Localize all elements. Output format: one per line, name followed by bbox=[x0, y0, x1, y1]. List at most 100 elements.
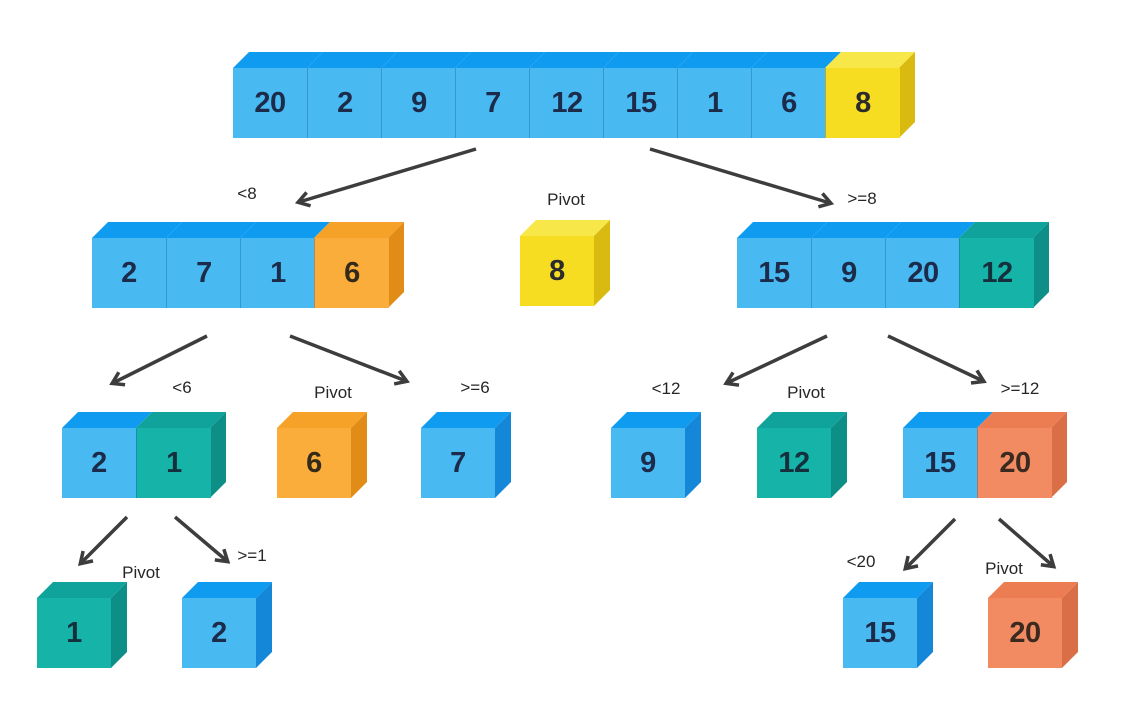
root-array-cell-3: 7 bbox=[455, 68, 530, 138]
partition-arrow bbox=[723, 334, 828, 387]
pivot-8-cell-0: 8 bbox=[520, 236, 594, 306]
cube-2-cell-0: 2 bbox=[182, 598, 256, 668]
partition-arrow bbox=[289, 334, 410, 386]
left-partition-cell-0: 2 bbox=[92, 238, 166, 308]
cell-value: 7 bbox=[450, 446, 466, 479]
right-partition-cell-0: 15 bbox=[737, 238, 811, 308]
right-right-partition-cell-1: 20 bbox=[977, 428, 1052, 498]
pivot-label: Pivot bbox=[787, 383, 825, 402]
pivot-label: Pivot bbox=[122, 563, 160, 582]
cell-value: 20 bbox=[999, 446, 1031, 479]
right-right-partition-top-face bbox=[903, 412, 1067, 428]
pivot-label: Pivot bbox=[985, 559, 1023, 578]
cell-value: 9 bbox=[640, 446, 656, 479]
pivot-12-cell-0: 12 bbox=[757, 428, 831, 498]
cell-value: 15 bbox=[864, 616, 896, 649]
cell-value: 1 bbox=[66, 616, 82, 649]
cube-7-cell-0: 7 bbox=[421, 428, 495, 498]
cell-value: 1 bbox=[707, 86, 723, 119]
root-array-side-face bbox=[899, 52, 915, 138]
partition-arrow bbox=[77, 515, 129, 567]
cube-15-cell-0: 15 bbox=[843, 598, 917, 668]
pivot-1-cell-0: 1 bbox=[37, 598, 111, 668]
root-array-cell-0: 20 bbox=[233, 68, 307, 138]
pivot-label: Pivot bbox=[314, 383, 352, 402]
cell-value: 2 bbox=[121, 256, 137, 289]
root-array: 20 2 9 7 12 15 1 6 8 bbox=[233, 52, 915, 138]
left-partition-side-face bbox=[388, 222, 404, 308]
pivot-label: Pivot bbox=[547, 190, 585, 209]
root-array-cell-7: 6 bbox=[751, 68, 826, 138]
left-left-partition-cell-0: 2 bbox=[62, 428, 136, 498]
pivot-6: 6 bbox=[277, 412, 367, 498]
cell-value: 20 bbox=[1009, 616, 1041, 649]
right-partition-top-face bbox=[737, 222, 1049, 238]
pivot-8: 8 bbox=[520, 220, 610, 306]
partition-condition-label: >=1 bbox=[237, 546, 267, 565]
cube-9-side-face bbox=[685, 412, 701, 498]
cell-value: 12 bbox=[778, 446, 810, 479]
partition-arrow bbox=[294, 147, 477, 208]
left-partition-cell-1: 7 bbox=[166, 238, 241, 308]
cell-value: 1 bbox=[270, 256, 286, 289]
right-partition-cell-3: 12 bbox=[959, 238, 1034, 308]
pivot-20: 20 bbox=[988, 582, 1078, 668]
cell-value: 15 bbox=[758, 256, 790, 289]
right-right-partition-side-face bbox=[1051, 412, 1067, 498]
cell-value: 20 bbox=[907, 256, 939, 289]
pivot-1: 1 bbox=[37, 582, 127, 668]
cell-value: 6 bbox=[306, 446, 322, 479]
left-left-partition-side-face bbox=[210, 412, 226, 498]
partition-arrow bbox=[887, 334, 987, 385]
partition-condition-label: <20 bbox=[846, 552, 876, 571]
partition-condition-label: <6 bbox=[172, 378, 192, 397]
cell-value: 12 bbox=[551, 86, 583, 119]
partition-arrow bbox=[649, 147, 835, 209]
left-partition-top-face bbox=[92, 222, 404, 238]
partition-condition-label: <12 bbox=[651, 379, 681, 398]
cell-value: 7 bbox=[485, 86, 501, 119]
left-left-partition-cell-1: 1 bbox=[136, 428, 211, 498]
pivot-1-side-face bbox=[111, 582, 127, 668]
cube-2: 2 bbox=[182, 582, 272, 668]
cell-value: 2 bbox=[337, 86, 353, 119]
cell-value: 6 bbox=[344, 256, 360, 289]
left-left-partition-top-face bbox=[62, 412, 226, 428]
cell-value: 9 bbox=[841, 256, 857, 289]
cube-15: 15 bbox=[843, 582, 933, 668]
cell-value: 8 bbox=[855, 86, 871, 119]
cell-value: 9 bbox=[411, 86, 427, 119]
cell-value: 8 bbox=[549, 254, 565, 287]
root-array-cell-5: 15 bbox=[603, 68, 678, 138]
cell-value: 15 bbox=[625, 86, 657, 119]
cell-value: 15 bbox=[924, 446, 956, 479]
cell-value: 2 bbox=[211, 616, 227, 649]
cell-value: 12 bbox=[981, 256, 1013, 289]
partition-condition-label: <8 bbox=[237, 184, 257, 203]
left-partition-cell-2: 1 bbox=[240, 238, 315, 308]
root-array-top-face bbox=[233, 52, 915, 68]
left-partition-cell-3: 6 bbox=[314, 238, 389, 308]
pivot-20-cell-0: 20 bbox=[988, 598, 1062, 668]
root-array-cell-4: 12 bbox=[529, 68, 604, 138]
pivot-6-cell-0: 6 bbox=[277, 428, 351, 498]
pivot-20-side-face bbox=[1062, 582, 1078, 668]
cube-7: 7 bbox=[421, 412, 511, 498]
cube-7-side-face bbox=[495, 412, 511, 498]
pivot-8-side-face bbox=[594, 220, 610, 306]
cell-value: 2 bbox=[91, 446, 107, 479]
right-partition-cell-1: 9 bbox=[811, 238, 886, 308]
root-array-cell-2: 9 bbox=[381, 68, 456, 138]
partition-arrow bbox=[173, 515, 231, 564]
pivot-6-side-face bbox=[351, 412, 367, 498]
partition-arrow bbox=[109, 334, 208, 387]
right-right-partition-cell-0: 15 bbox=[903, 428, 977, 498]
right-partition: 15 9 20 12 bbox=[737, 222, 1049, 308]
cube-9-cell-0: 9 bbox=[611, 428, 685, 498]
cube-2-side-face bbox=[256, 582, 272, 668]
cell-value: 6 bbox=[781, 86, 797, 119]
right-partition-side-face bbox=[1033, 222, 1049, 308]
